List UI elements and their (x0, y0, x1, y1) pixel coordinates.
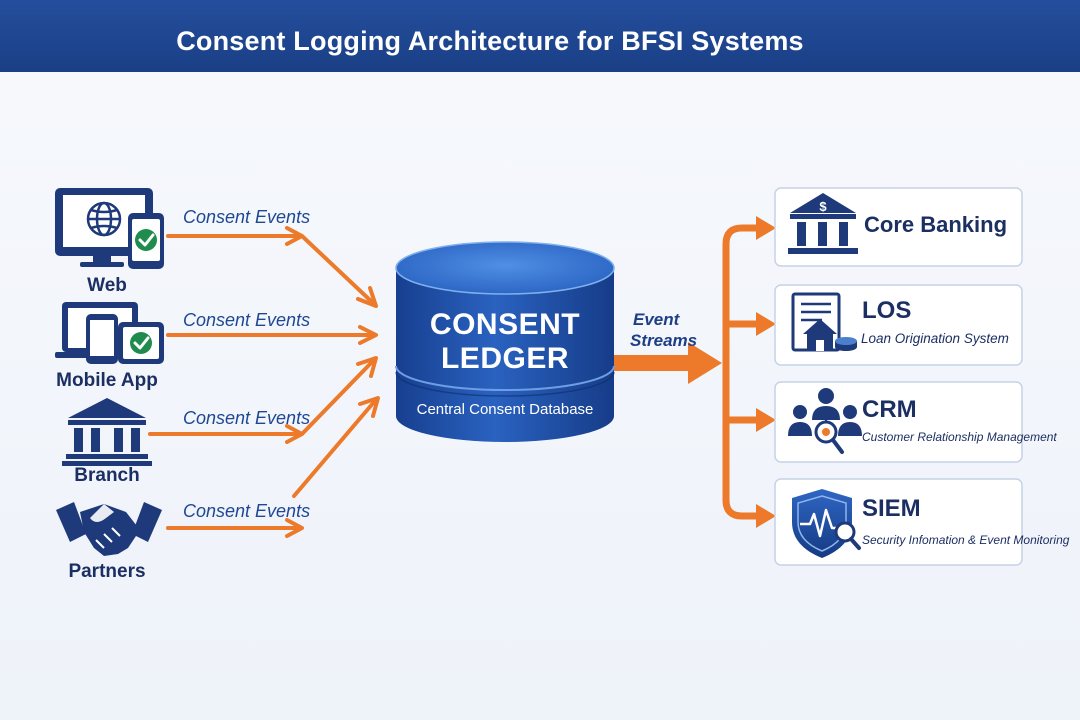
bank-building-icon (62, 398, 152, 466)
mobile-app-arrow (166, 325, 378, 345)
web-arrow (166, 226, 378, 308)
devices-icon (55, 302, 164, 364)
event-label-mobile-app: Consent Events (183, 310, 311, 330)
event-stream-label-line2: Streams (630, 331, 698, 350)
distribution-arrowheads (756, 216, 776, 528)
event-label-web: Consent Events (183, 207, 311, 227)
siem-arrowhead (756, 504, 776, 528)
header-bar: Consent Logging Architecture for BFSI Sy… (0, 0, 1080, 72)
ledger-title-line1: CONSENT (429, 308, 581, 341)
bank-dollar-icon: $ (788, 193, 858, 254)
ledger-title-line2: LEDGER (440, 342, 569, 375)
destination-subtitle-crm: Customer Relationship Management (862, 430, 1057, 444)
event-label-branch: Consent Events (183, 408, 311, 428)
partners-arrow (166, 396, 380, 538)
destination-subtitle-siem: Security Infomation & Event Monitoring (862, 533, 1070, 547)
source-arrows (148, 226, 380, 538)
loan-document-icon (791, 292, 857, 352)
source-label-web: Web (87, 275, 127, 296)
event-stream-arrow (614, 342, 722, 384)
ledger-subtitle: Central Consent Database (416, 401, 594, 418)
source-label-mobile-app: Mobile App (56, 370, 158, 391)
los-arrowhead (756, 312, 776, 336)
customer-network-icon (788, 388, 862, 454)
source-label-branch: Branch (74, 465, 140, 486)
destination-title-crm: CRM (862, 396, 917, 423)
monitor-phone-icon (55, 188, 164, 269)
shield-search-icon (792, 489, 861, 558)
svg-text:$: $ (819, 199, 827, 214)
event-label-partners: Consent Events (183, 501, 311, 521)
core-banking-arrowhead (756, 216, 776, 240)
distribution-arrows (722, 224, 764, 520)
database-cylinder-icon (395, 241, 615, 442)
crm-arrowhead (756, 408, 776, 432)
destination-title-siem: SIEM (862, 495, 921, 522)
destination-title-los: LOS (862, 297, 912, 324)
source-label-partners: Partners (68, 561, 146, 582)
handshake-icon (56, 502, 162, 556)
page-title: Consent Logging Architecture for BFSI Sy… (176, 26, 804, 56)
destination-title-core-banking: Core Banking (864, 212, 1008, 237)
event-stream-label-line1: Event (633, 310, 680, 329)
branch-arrow (148, 356, 378, 444)
destination-subtitle-los: Loan Origination System (861, 331, 1009, 346)
